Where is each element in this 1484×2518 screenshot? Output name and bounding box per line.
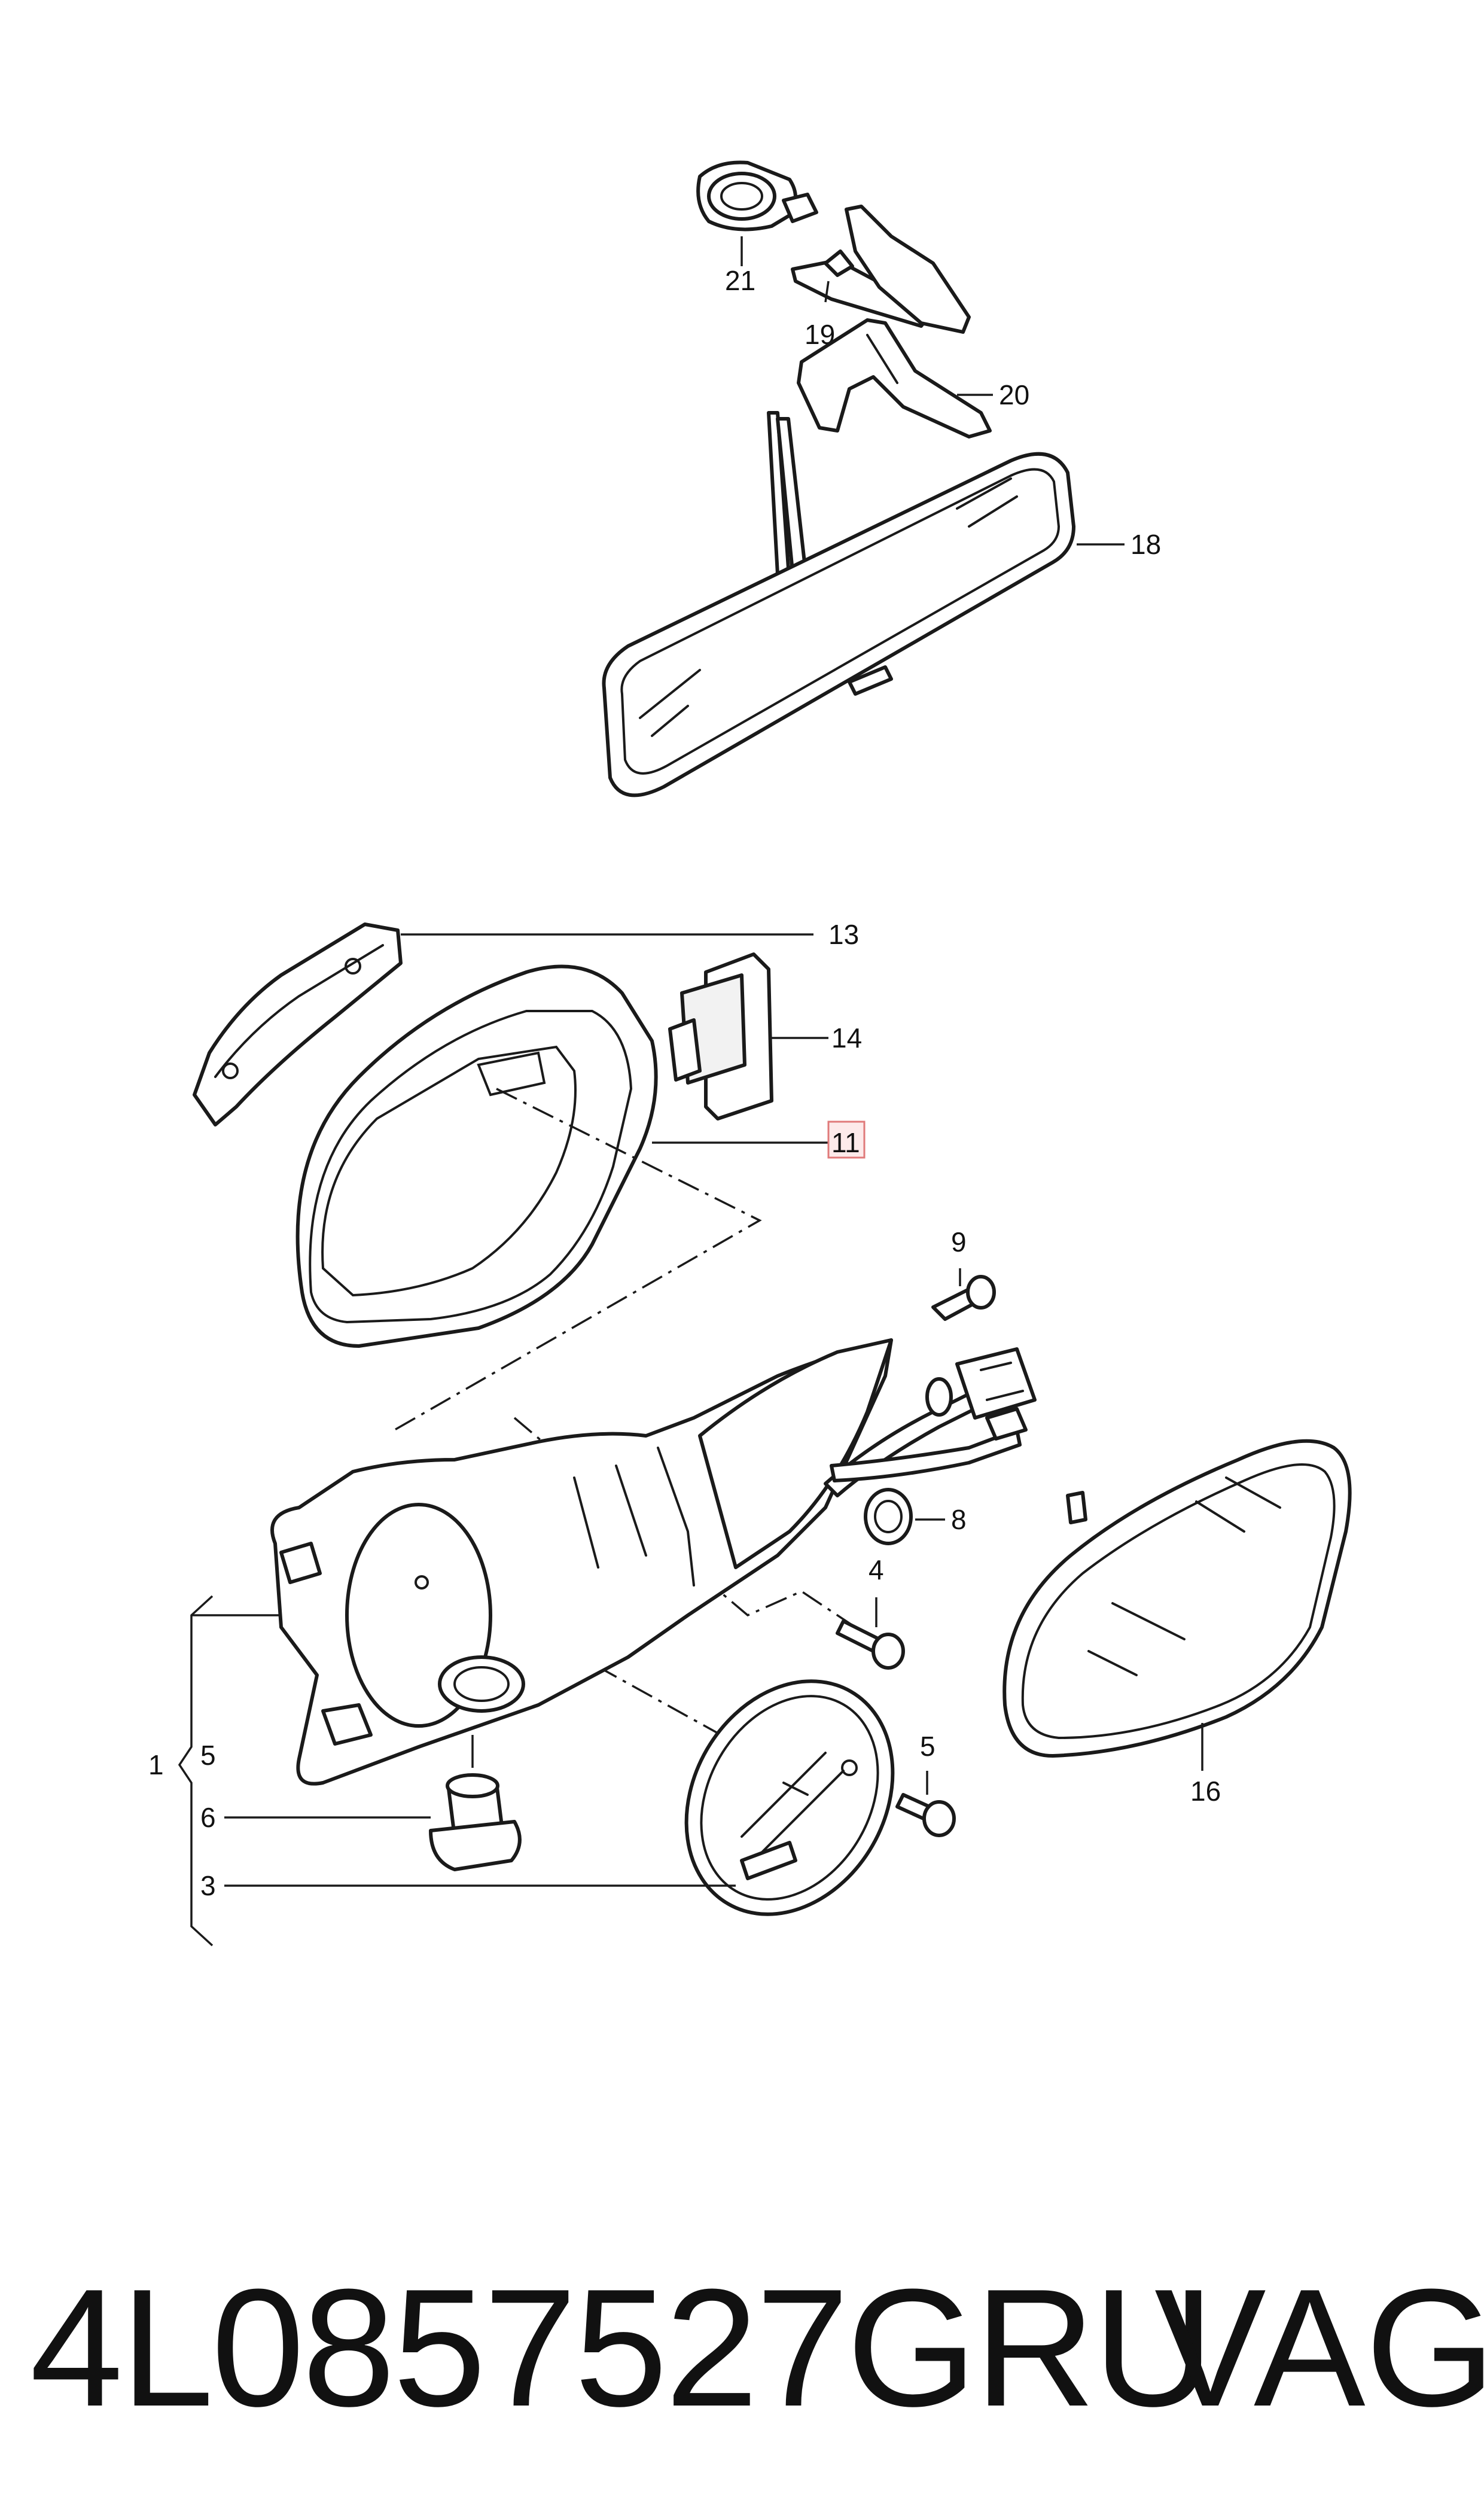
callout-18: 18 xyxy=(1130,529,1161,560)
callout-9: 9 xyxy=(951,1226,967,1258)
callout-21: 21 xyxy=(725,265,755,296)
callout-13: 13 xyxy=(828,919,859,950)
callout-11-highlight-box xyxy=(827,1121,866,1159)
part-5-screw xyxy=(895,1793,956,1837)
callout-5-right: 5 xyxy=(920,1731,936,1762)
callout-11: 11 xyxy=(831,1127,860,1158)
part-20-mount-cover xyxy=(797,205,992,439)
part-14-connector-module xyxy=(668,952,773,1121)
callout-1: 1 xyxy=(148,1749,164,1780)
part-6-bushing xyxy=(429,1735,522,1871)
part-8-grommet xyxy=(864,1488,913,1545)
callout-5-group: 5 xyxy=(200,1740,216,1771)
part-21-sensor xyxy=(696,160,818,232)
part-13-holder-strip xyxy=(193,922,403,1126)
brand-label: VAG xyxy=(1154,2255,1484,2441)
part-4-screw xyxy=(836,1619,905,1670)
part-11-mirror-housing-cover xyxy=(295,964,658,1348)
part-18-interior-mirror xyxy=(602,411,1075,797)
callout-8: 8 xyxy=(951,1504,967,1535)
callout-6: 6 xyxy=(200,1802,216,1833)
part-1-mirror-base-assembly xyxy=(270,1338,893,1786)
alignment-line-cover xyxy=(394,1088,762,1431)
callout-16: 16 xyxy=(1190,1776,1221,1807)
callout-3: 3 xyxy=(200,1870,216,1901)
part-19-clip xyxy=(791,249,935,328)
part-9-screw xyxy=(931,1275,996,1321)
part-number: 4L0857527GRU xyxy=(30,2255,1214,2441)
part-16-mirror-glass xyxy=(1002,1439,1352,1758)
callout-20: 20 xyxy=(999,379,1029,410)
callout-14: 14 xyxy=(831,1022,862,1054)
part-3-adjustment-plate xyxy=(684,1679,895,1916)
wiring-harness xyxy=(824,1347,1037,1497)
callout-4: 4 xyxy=(869,1554,884,1585)
